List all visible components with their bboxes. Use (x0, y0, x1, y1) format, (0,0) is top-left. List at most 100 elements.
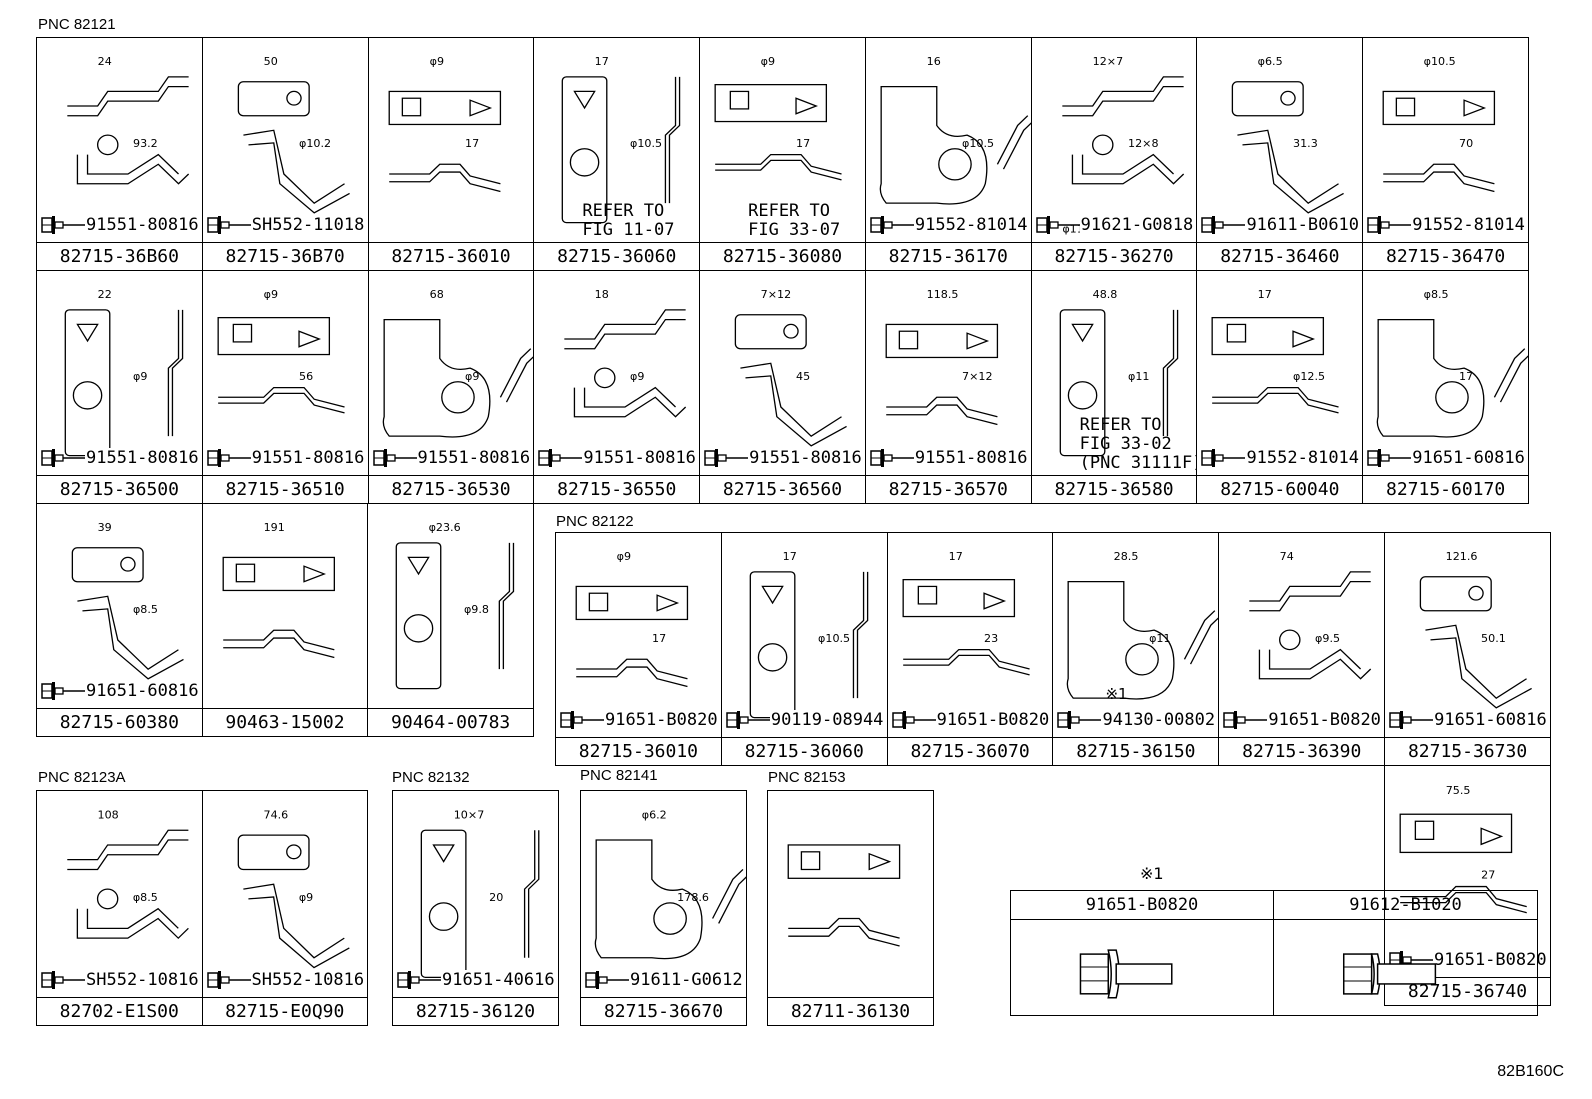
part-number[interactable]: 82715-36390 (1219, 737, 1385, 765)
bolt-part-number[interactable]: 90119-08944 (769, 710, 885, 730)
bolt-part-number[interactable]: 91551-80816 (85, 448, 200, 468)
part-number[interactable]: 82715-36B60 (37, 242, 202, 270)
bolt-part-number[interactable]: 91651-60816 (85, 681, 200, 701)
bolt-part-number[interactable]: 91551-80816 (748, 448, 863, 468)
bolt-part-number[interactable]: 91651-B0820 (604, 710, 719, 730)
part-number[interactable]: 82715-36150 (1053, 737, 1219, 765)
bolt-part-number[interactable]: 91621-G0818 (1079, 215, 1195, 235)
part-number[interactable]: 82715-36060 (721, 737, 887, 765)
bolt-part-number[interactable]: 91611-B0610 (1245, 215, 1361, 235)
bolt-part-number[interactable]: 91552-81014 (913, 215, 1029, 235)
part-number[interactable]: 82715-36270 (1031, 242, 1197, 270)
part-number[interactable]: 82715-36B70 (202, 242, 368, 270)
refer-to-figure-note[interactable]: REFER TO FIG 33-07 (748, 201, 841, 240)
bolt-part-number[interactable]: 91651-40616 (441, 970, 556, 990)
part-number[interactable]: 82715-36530 (368, 475, 534, 503)
part-number[interactable]: 82715-36470 (1363, 242, 1528, 270)
part-number[interactable]: 82715-36170 (865, 242, 1031, 270)
part-number[interactable]: 82715-36060 (534, 242, 700, 270)
bolt-part-number[interactable]: 91551-80816 (250, 448, 366, 468)
part-number[interactable]: 90463-15002 (202, 708, 368, 736)
part-number[interactable]: 82715-36080 (700, 242, 865, 270)
part-number[interactable]: 82702-E1S00 (37, 997, 202, 1025)
part-number[interactable]: 82715-36570 (865, 475, 1031, 503)
part-number[interactable]: 82715-36460 (1197, 242, 1363, 270)
part-number[interactable]: 82715-36510 (202, 475, 368, 503)
bolt-part-number[interactable]: 91551-80816 (85, 215, 200, 235)
part-number[interactable]: 82715-E0Q90 (202, 997, 367, 1025)
part-number[interactable]: 82715-60040 (1197, 475, 1363, 503)
dimension-label: 17 (465, 137, 479, 150)
part-number[interactable]: 82715-36120 (393, 997, 558, 1025)
bolt-part-number[interactable]: SH552-10816 (85, 970, 200, 990)
bolt-part-number[interactable]: SH552-11018 (250, 215, 366, 235)
bolt-part-number[interactable]: 91551-80816 (582, 448, 697, 468)
part-number[interactable]: 82715-36560 (700, 475, 865, 503)
part-number[interactable]: 82715-60380 (37, 708, 202, 736)
bolt-part-number[interactable]: 91651-60816 (1433, 710, 1548, 730)
part-number[interactable]: 82715-36010 (556, 737, 721, 765)
dimension-label: 20 (489, 891, 503, 904)
dimension-label: φ23.6 (429, 521, 461, 534)
bolt-part-number[interactable]: 91651-60816 (1411, 448, 1526, 468)
part-number[interactable]: 82715-36550 (534, 475, 700, 503)
part-number[interactable]: 82715-36740 (1385, 977, 1550, 1005)
bolt-part-number[interactable]: 91651-B0820 (1267, 710, 1382, 730)
part-number[interactable]: 82715-36070 (887, 737, 1053, 765)
part-number[interactable]: 82715-36580 (1031, 475, 1197, 503)
refer-to-figure-note[interactable]: REFER TO FIG 33-02 (PNC 31111F) (1079, 415, 1198, 473)
part-cell[interactable]: 82711-36130 (768, 791, 934, 1026)
bolt-part-number[interactable]: 91651-B0820 (935, 710, 1051, 730)
bolt-part-number[interactable]: 94130-00802 (1101, 710, 1217, 730)
bolt-part-number[interactable]: SH552-10816 (250, 970, 366, 990)
part-number[interactable]: 82715-60170 (1363, 475, 1528, 503)
refer-to-figure-note[interactable]: REFER TO FIG 11-07 (582, 201, 675, 240)
part-number[interactable]: 82715-36730 (1385, 737, 1550, 765)
dimension-label: 118.5 (927, 288, 959, 301)
bolt-part-number[interactable]: 91651-B0820 (1433, 950, 1548, 970)
part-number[interactable]: 82715-36010 (368, 242, 534, 270)
bolt-part-number[interactable]: 91551-80816 (416, 448, 532, 468)
bolt-icon (1035, 216, 1086, 234)
bolt-part-number[interactable]: 91611-G0612 (629, 970, 744, 990)
bolt-part-number[interactable]: 91552-81014 (1411, 215, 1526, 235)
bolt-part-number[interactable]: 91552-81014 (1245, 448, 1361, 468)
part-number[interactable]: 90464-00783 (368, 708, 533, 736)
part-number[interactable]: 82715-36670 (581, 997, 746, 1025)
part-number[interactable]: 82715-36500 (37, 475, 202, 503)
bolt-part-number[interactable]: 91551-80816 (913, 448, 1029, 468)
part-number[interactable]: 82711-36130 (768, 997, 933, 1025)
